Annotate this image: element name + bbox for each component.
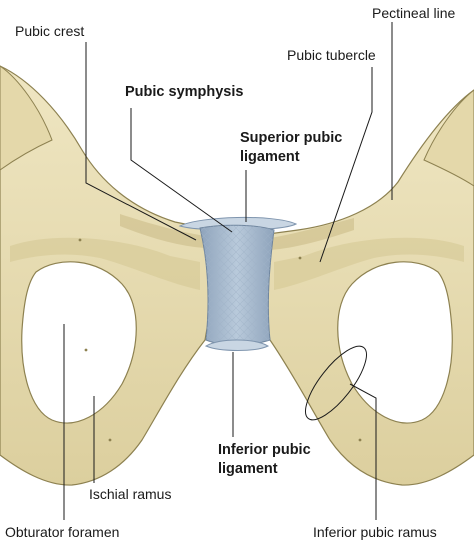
left-crest-shadow [120,214,205,248]
leader-pubic-crest [85,42,197,241]
label-pectineal-line: Pectineal line [372,5,456,21]
inferior-pubic-ligament-shape [204,339,270,351]
nutrient-foramen-dot [84,348,88,352]
right-obturator-foramen [337,261,453,424]
nutrient-foramen-dot [108,438,112,442]
leader-inferior-pubic-ramus [349,383,377,520]
label-obturator-foramen: Obturator foramen [5,524,120,540]
leader-pubic-symphysis [130,108,233,233]
label-pubic-symphysis: Pubic symphysis [125,84,244,100]
label-pubic-crest: Pubic crest [15,23,85,39]
left-obturator-foramen [21,261,137,424]
label-inferior-pubic-ramus: Inferior pubic ramus [313,524,437,540]
label-superior-pubic-ligament-line1: Superior pubic [240,130,343,146]
pubic-symphysis-texture [200,225,274,345]
left-iliac-wing [0,65,53,171]
inferior-pubic-ramus-outline [305,345,367,421]
left-bone-shadow [10,237,200,290]
right-iliac-wing [423,89,474,187]
label-inferior-pubic-ligament-line1: Inferior pubic [218,442,311,458]
label-inferior-pubic-ligament-line2: ligament [218,461,278,477]
nutrient-foramen-dot [78,238,82,242]
right-bone-shadow [274,237,464,290]
leader-pubic-tubercle [319,67,373,263]
nutrient-foramen-dot [358,438,362,442]
label-superior-pubic-ligament-line2: ligament [240,149,300,165]
label-ischial-ramus: Ischial ramus [89,486,172,502]
nutrient-foramen-dot [298,256,302,260]
label-pubic-tubercle: Pubic tubercle [287,47,376,63]
